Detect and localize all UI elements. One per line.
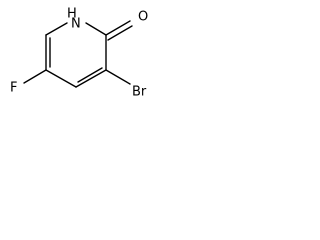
bond-c3-br <box>105 69 131 85</box>
atom-label-f: F <box>10 81 17 96</box>
bond-n1-c6 <box>45 22 68 36</box>
atom-label-br: Br <box>132 85 147 100</box>
atom-label-nh-prefix: H <box>67 7 77 22</box>
atom-label-o: O <box>138 10 148 25</box>
bond-c2-o-double <box>107 25 133 41</box>
bond-c5-f <box>23 69 47 84</box>
bond-c2-o <box>105 20 131 36</box>
bond-c5-c4 <box>45 69 77 88</box>
bond-c4-c3-double <box>77 67 103 83</box>
atom-label-nh-n: N <box>71 17 81 32</box>
bond-c2-n1 <box>85 22 107 36</box>
bond-c4-c3 <box>75 69 107 88</box>
chemical-structure: H N O Br F <box>10 7 148 100</box>
